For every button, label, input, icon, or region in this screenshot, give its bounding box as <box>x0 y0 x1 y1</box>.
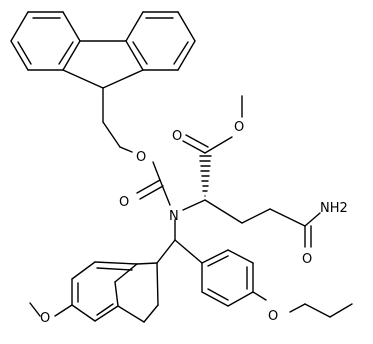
atom-label-o-fmoc-carbonyl: O <box>119 195 129 210</box>
atom-label-n: N <box>169 209 179 224</box>
atom-label-o-fmoc-ether: O <box>136 150 146 165</box>
atom-label-o-amide: O <box>302 252 312 267</box>
fmoc-linker <box>102 87 171 206</box>
atom-label-o-methoxy-left: O <box>40 311 50 326</box>
atom-labels: O O N O O NH2 O O O <box>40 120 348 326</box>
atom-label-o-ester-methoxy: O <box>234 120 244 135</box>
benzhydryl-group <box>29 219 353 323</box>
atom-label-nh2: NH2 <box>320 201 348 216</box>
fluorene-group <box>10 11 196 89</box>
atom-label-o-methoxy-right: O <box>268 309 278 324</box>
stereo-hash-wedge <box>199 155 212 197</box>
atom-label-o-ester-carbonyl: O <box>172 129 182 144</box>
backbone <box>182 95 321 248</box>
